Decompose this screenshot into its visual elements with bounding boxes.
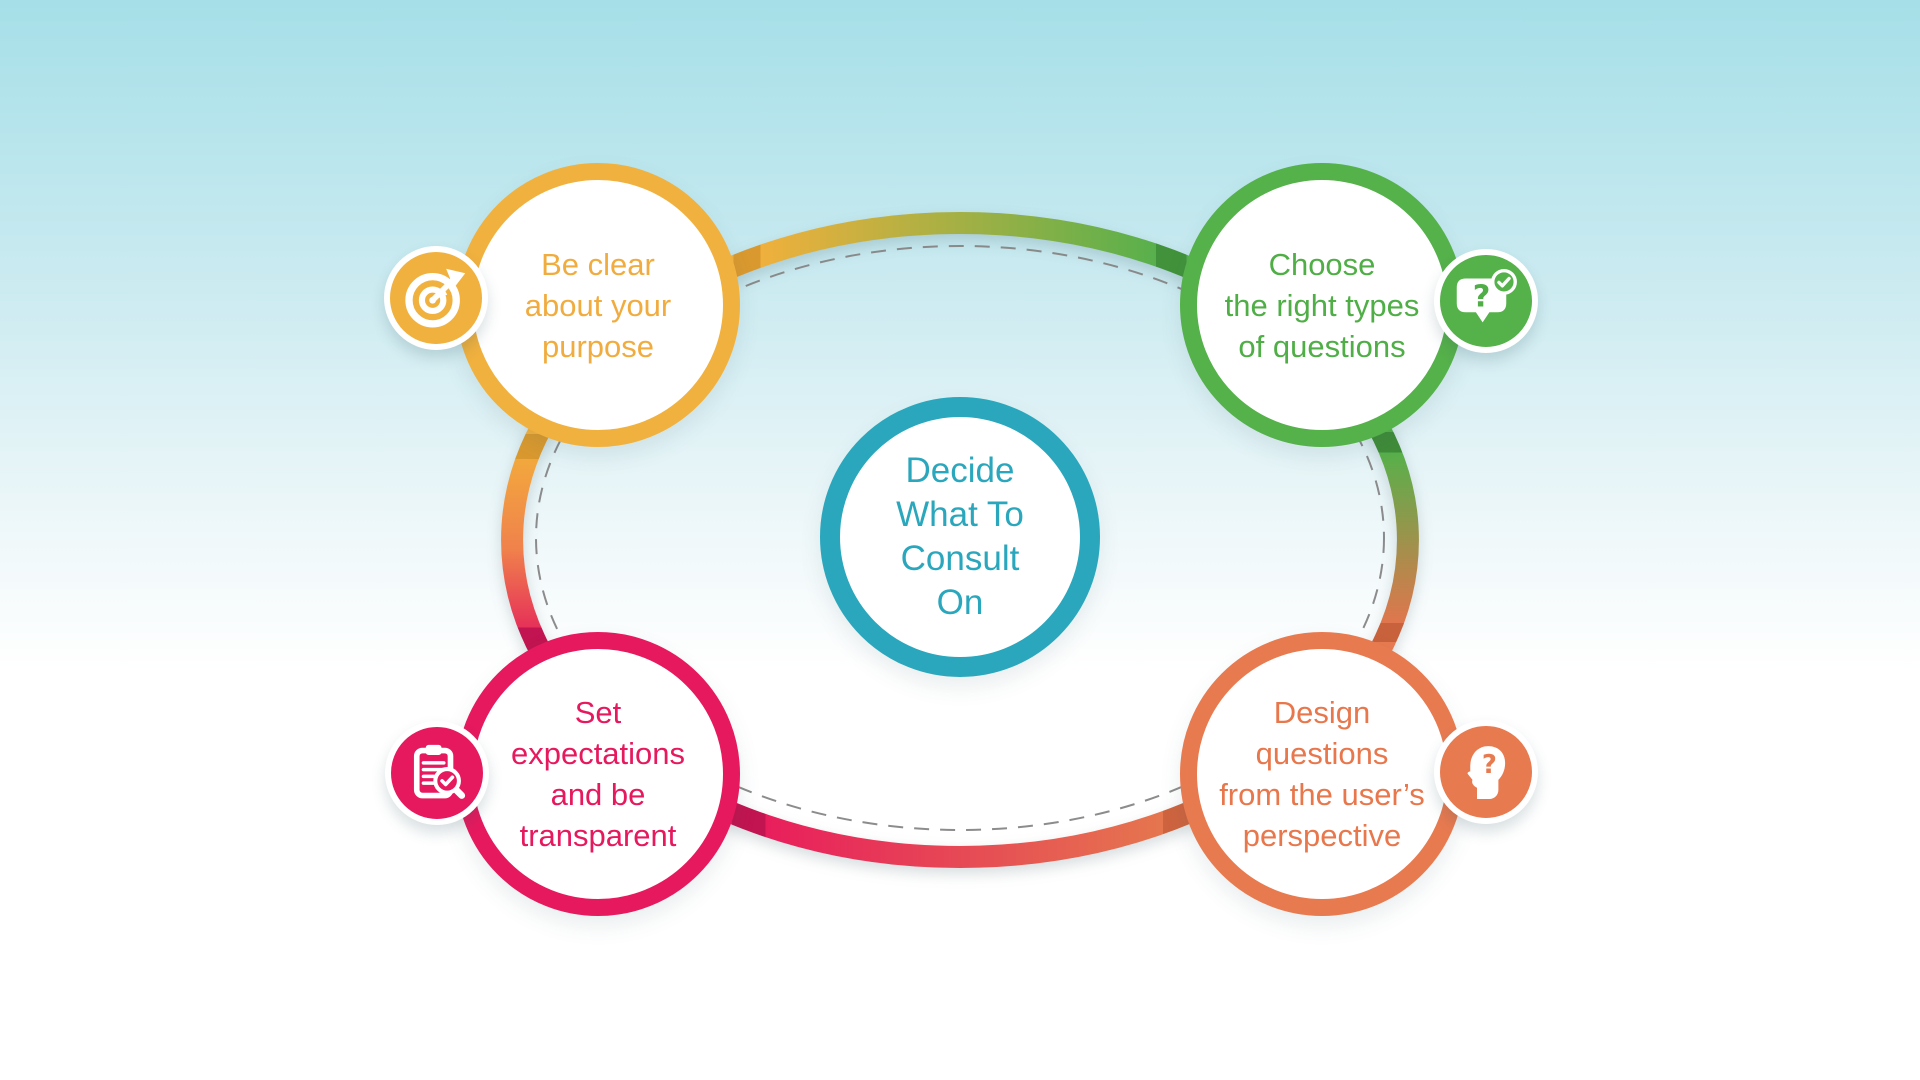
node-line: expectations <box>510 736 686 771</box>
head-question-icon: ? <box>1467 746 1506 799</box>
node-be-clear-about-purpose: Be clear about your purpose <box>456 163 740 447</box>
node-design-questions-user-perspective: Design questions from the user’s perspec… <box>1180 632 1464 916</box>
node-line: Design <box>1273 695 1371 730</box>
node-line: Choose <box>1268 246 1376 282</box>
center-line-1: Decide <box>905 451 1015 490</box>
node-line: from the user’s <box>1219 777 1425 812</box>
target-arrow-icon <box>405 268 466 328</box>
clipboard-magnifier-check-icon <box>413 744 466 799</box>
center-node-label: Decide What To Consult On <box>896 449 1024 625</box>
node-label: Choose the right types of questions <box>1225 244 1420 367</box>
node-line: perspective <box>1242 818 1402 853</box>
center-line-3: Consult <box>900 539 1020 578</box>
head-question-mark: ? <box>1482 750 1497 780</box>
node-line: of questions <box>1238 328 1406 364</box>
node-line: questions <box>1255 736 1389 771</box>
center-line-2: What To <box>896 495 1024 534</box>
node-label: Design questions from the user’s perspec… <box>1219 692 1425 856</box>
dashed-guide-ellipse <box>535 245 1385 831</box>
node-line: about your <box>524 287 672 323</box>
node-line: and be <box>550 777 646 812</box>
node-label: Set expectations and be transparent <box>511 692 685 856</box>
question-types-badge: ? <box>1434 249 1538 353</box>
purpose-badge <box>384 246 488 350</box>
user-perspective-badge: ? <box>1434 720 1538 824</box>
node-label: Be clear about your purpose <box>525 244 672 367</box>
bubble-question-mark: ? <box>1473 280 1491 315</box>
expectations-badge <box>385 721 489 825</box>
node-line: transparent <box>519 818 677 853</box>
node-line: Be clear <box>541 246 655 282</box>
node-decide-what-to-consult-on: Decide What To Consult On <box>820 397 1100 677</box>
question-bubble-check-icon: ? <box>1456 268 1517 323</box>
node-line: purpose <box>541 328 655 364</box>
node-line: the right types <box>1224 287 1420 323</box>
node-choose-right-question-types: Choose the right types of questions <box>1180 163 1464 447</box>
node-line: Set <box>574 695 622 730</box>
node-set-expectations-transparent: Set expectations and be transparent <box>456 632 740 916</box>
center-line-4: On <box>936 583 984 622</box>
